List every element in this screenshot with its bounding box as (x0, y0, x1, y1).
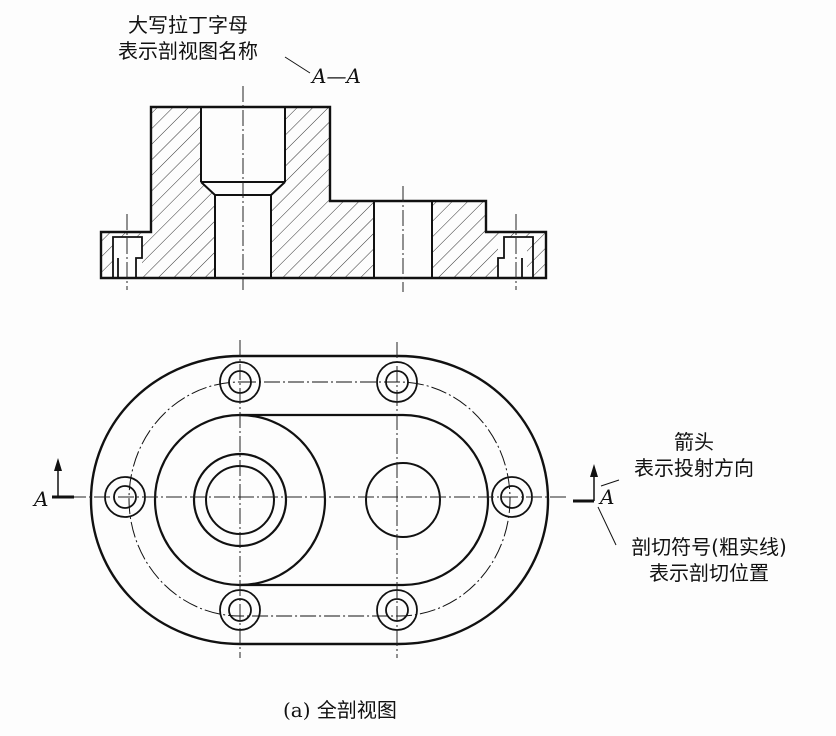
bolt-holes (104, 361, 533, 631)
arrow-annotation-line2: 表示投射方向 (634, 456, 754, 480)
top-centerlines (70, 340, 568, 658)
section-centerlines (126, 86, 517, 292)
section-name-annotation: 大写拉丁字母 表示剖视图名称 (106, 12, 270, 64)
figure-caption: (a) 全剖视图 (283, 697, 397, 723)
cut-annotation: 剖切符号(粗实线) 表示剖切位置 (606, 534, 812, 586)
arrow-annotation: 箭头 表示投射方向 (617, 429, 771, 481)
section-name-annotation-line2: 表示剖视图名称 (118, 39, 258, 63)
caption-prefix: (a) (283, 698, 311, 722)
cutting-plane-right (573, 464, 598, 503)
flange-holes (112, 236, 534, 278)
section-view (99, 56, 548, 292)
bolt-circle-path (128, 381, 511, 617)
cut-annotation-line2: 表示剖切位置 (649, 561, 769, 585)
cut-annotation-line1: 剖切符号(粗实线) (631, 535, 787, 559)
section-outline (99, 105, 548, 280)
right-bore-circle (365, 462, 441, 538)
arrow-leader (600, 479, 620, 487)
cut-letter-right: A (600, 485, 615, 509)
right-bore (373, 201, 433, 278)
arrow-annotation-line1: 箭头 (674, 430, 714, 454)
cut-letter-left: A (34, 487, 49, 511)
section-hatching (101, 107, 546, 278)
top-view (52, 340, 620, 658)
section-view-name: A—A (312, 64, 361, 88)
outer-outline (89, 354, 550, 646)
name-leader (284, 56, 311, 74)
cut-leader (597, 506, 617, 546)
section-name-annotation-line1: 大写拉丁字母 (128, 13, 248, 37)
caption-text: 全剖视图 (316, 698, 397, 722)
cutting-plane-left (52, 458, 74, 499)
